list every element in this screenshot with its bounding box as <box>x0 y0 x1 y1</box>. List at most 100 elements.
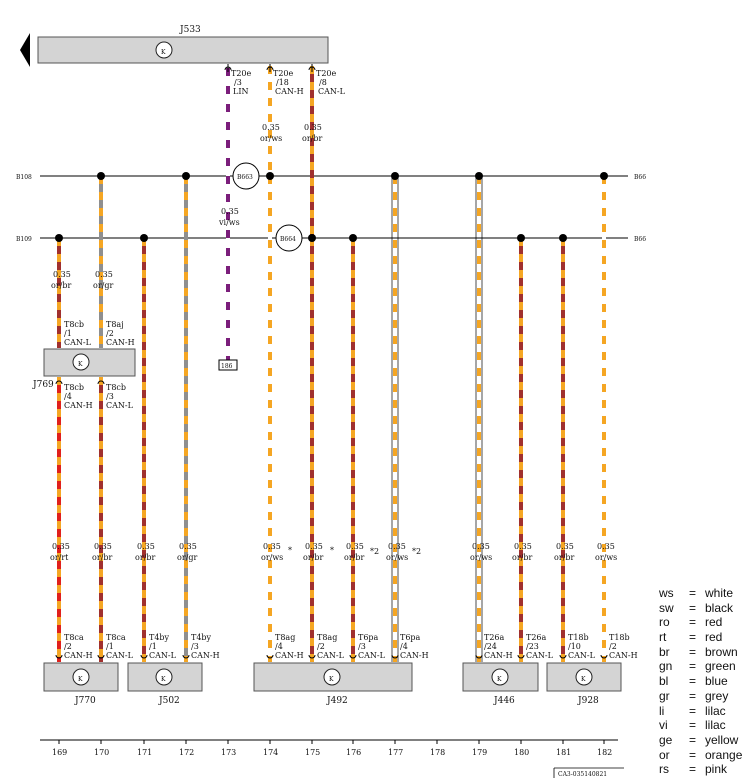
control-unit-icon <box>155 668 173 686</box>
svg-text:T8aj: T8aj <box>106 320 124 329</box>
junction-dot <box>55 234 63 242</box>
legend-row: ge=yellow <box>657 733 753 748</box>
svg-text:K: K <box>161 49 166 56</box>
module-label-j769: J769 <box>32 380 54 390</box>
wire-color-label: or/br <box>135 553 155 562</box>
connector-pin-icon <box>97 380 105 385</box>
control-unit-icon <box>575 668 593 686</box>
pin-connector-label: T8ca <box>64 633 84 642</box>
control-unit-icon <box>323 668 341 686</box>
connector-pin-icon <box>182 654 190 659</box>
gateway-pin-conn: T20e <box>316 69 337 78</box>
pin-number-label: /2 <box>317 642 325 651</box>
legend-equals: = <box>689 630 697 645</box>
pin-connector-label: T4by <box>191 633 212 642</box>
column-number: 180 <box>514 748 529 757</box>
legend-code: gr <box>659 688 670 703</box>
gateway-pin-signal: CAN-L <box>318 87 346 96</box>
bus-label-b108: B108 <box>16 174 32 181</box>
pin-signal-label: CAN-L <box>106 651 134 660</box>
legend-row: ro=red <box>657 615 753 630</box>
wire-color-label: or/gr <box>177 553 197 562</box>
svg-text:0.35: 0.35 <box>304 123 322 132</box>
column-number: 182 <box>597 748 612 757</box>
svg-text:or/br: or/br <box>302 134 322 143</box>
svg-text:/4: /4 <box>64 392 72 401</box>
pin-connector-label: T6pa <box>400 633 421 642</box>
svg-text:/1: /1 <box>64 329 72 338</box>
legend-code: rs <box>659 762 669 777</box>
legend-color-name: red <box>705 630 723 645</box>
legend-code: ro <box>659 615 670 630</box>
svg-text:or/br: or/br <box>51 281 71 290</box>
svg-text:*2: *2 <box>370 547 379 556</box>
wire-size-label: 0.35 <box>179 542 197 551</box>
column-number: 173 <box>221 748 236 757</box>
legend-row: gn=green <box>657 659 753 674</box>
pin-number-label: /1 <box>149 642 157 651</box>
svg-text:0.35: 0.35 <box>262 123 280 132</box>
pin-signal-label: CAN-H <box>191 651 220 660</box>
gateway-pin-conn: T20e <box>273 69 294 78</box>
wire-color-label: or/ws <box>386 553 408 562</box>
pin-signal-label: CAN-H <box>400 651 429 660</box>
svg-text:*2: *2 <box>412 547 421 556</box>
wire-size-label: 0.35 <box>346 542 364 551</box>
pin-number-label: /10 <box>568 642 581 651</box>
pin-connector-label: T26a <box>526 633 547 642</box>
junction-dot <box>349 234 357 242</box>
legend-equals: = <box>689 732 697 747</box>
wire-color-label: or/br <box>554 553 574 562</box>
pin-connector-label: T18b <box>568 633 589 642</box>
module-j502: K J502 <box>127 662 203 706</box>
legend-code: sw <box>659 600 674 615</box>
legend-equals: = <box>689 703 697 718</box>
legend-color-name: blue <box>705 674 728 689</box>
svg-text:T8cb: T8cb <box>64 320 84 329</box>
j769-pins: T8cb /1 CAN-L T8aj /2 CAN-H T8cb /4 CAN-… <box>64 320 135 410</box>
connector-pin-icon <box>266 654 274 659</box>
wires <box>55 64 606 662</box>
control-unit-icon <box>491 668 509 686</box>
control-unit-icon <box>72 353 90 371</box>
pin-number-label: /23 <box>526 642 539 651</box>
pin-number-label: /2 <box>64 642 72 651</box>
gateway-pin-num: /3 <box>234 78 242 87</box>
connector-pin-icon <box>391 654 399 659</box>
connector-pin-icon <box>517 654 525 659</box>
connector-pin-icon <box>224 64 232 72</box>
legend-row: rs=pink <box>657 762 753 777</box>
pin-number-label: /3 <box>358 642 366 651</box>
legend-code: or <box>659 747 670 762</box>
connector-pin-icon <box>308 654 316 659</box>
legend-color-name: brown <box>705 644 738 659</box>
legend-color-name: green <box>705 659 736 674</box>
legend-row: rt=red <box>657 630 753 645</box>
svg-text:0.35: 0.35 <box>53 270 71 279</box>
svg-text:/3: /3 <box>106 392 114 401</box>
pin-connector-label: T6pa <box>358 633 379 642</box>
svg-text:or/ws: or/ws <box>260 134 282 143</box>
pin-connector-label: T18b <box>609 633 630 642</box>
connector-pin-icon <box>140 654 148 659</box>
legend-equals: = <box>689 644 697 659</box>
junction-dot <box>475 172 483 180</box>
column-number: 175 <box>305 748 320 757</box>
reference-box: 186 <box>218 359 238 371</box>
svg-text:K: K <box>581 676 586 683</box>
column-number: 174 <box>263 748 278 757</box>
legend-code: bl <box>659 674 669 689</box>
wire-color-label: or/ws <box>261 553 283 562</box>
legend-code: ws <box>659 586 674 600</box>
junction-dot <box>517 234 525 242</box>
lower-wire-labels: 0.35or/rt0.35or/br0.35or/br0.35or/gr0.35… <box>50 542 617 562</box>
pin-number-label: /4 <box>275 642 283 651</box>
control-unit-icon <box>72 668 90 686</box>
pin-connector-label: T8ca <box>106 633 126 642</box>
column-number: 172 <box>179 748 194 757</box>
wire-size-label: 0.35 <box>137 542 155 551</box>
pin-signal-label: CAN-L <box>568 651 596 660</box>
svg-text:0.35: 0.35 <box>95 270 113 279</box>
svg-text:J928: J928 <box>577 696 599 706</box>
